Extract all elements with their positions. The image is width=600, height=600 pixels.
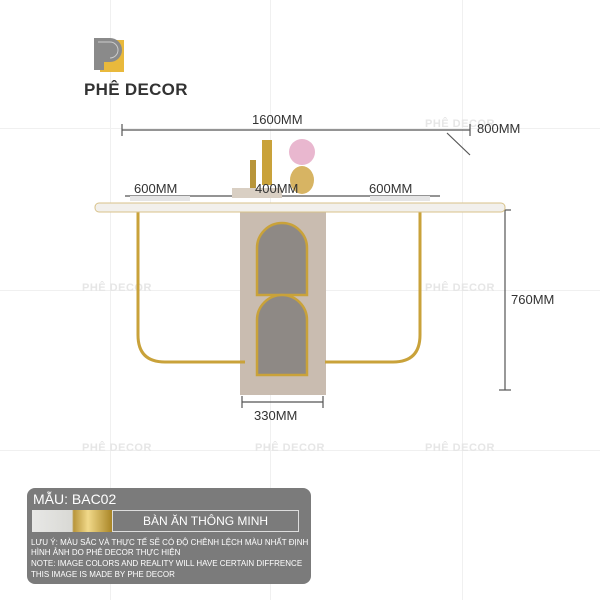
depth-label: 800MM — [477, 121, 521, 136]
product-name: BÀN ĂN THÔNG MINH — [112, 510, 299, 532]
center-section-label: 400MM — [255, 181, 299, 196]
note-line: THIS IMAGE IS MADE BY PHE DECOR — [31, 570, 175, 579]
cabinet-width-label: 330MM — [254, 408, 298, 423]
note-line: HÌNH ẢNH DO PHÊ DECOR THỰC HIỆN — [31, 548, 181, 557]
table-legs — [136, 212, 422, 364]
cabinet-doors — [255, 221, 309, 377]
brand-logo-icon — [94, 38, 124, 72]
right-section-label: 600MM — [369, 181, 413, 196]
height-label: 760MM — [511, 292, 555, 307]
left-section-label: 600MM — [134, 181, 178, 196]
table-top — [94, 202, 506, 213]
note-line: NOTE: IMAGE COLORS AND REALITY WILL HAVE… — [31, 559, 303, 568]
material-swatch — [32, 510, 112, 532]
watermark: PHÊ DECOR — [425, 442, 495, 454]
length-label: 1600MM — [252, 112, 303, 127]
brand-name: PHÊ DECOR — [84, 80, 188, 99]
model-code: MẪU: BAC02 — [33, 491, 117, 507]
info-panel: MẪU: BAC02 BÀN ĂN THÔNG MINH LƯU Ý: MÀU … — [27, 488, 311, 584]
watermark: PHÊ DECOR — [255, 442, 325, 454]
note-line: LƯU Ý: MÀU SẮC VÀ THỰC TẾ SẼ CÓ ĐỘ CHÊNH… — [31, 538, 309, 547]
watermark: PHÊ DECOR — [82, 442, 152, 454]
watermark: PHÊ DECOR — [425, 282, 495, 294]
depth-dimension-line — [446, 132, 471, 156]
watermark: PHÊ DECOR — [82, 282, 152, 294]
watermark: PHÊ DECOR — [425, 118, 495, 130]
